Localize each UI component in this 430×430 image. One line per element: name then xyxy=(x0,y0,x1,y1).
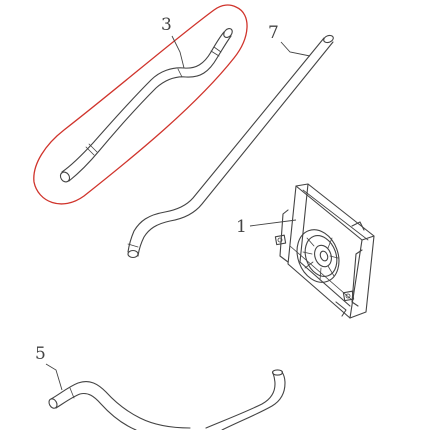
hose-3-body xyxy=(59,27,233,183)
leader-line-7 xyxy=(280,41,311,57)
leader-line-5 xyxy=(45,363,63,391)
callout-label-7: 7 xyxy=(268,23,279,43)
callout-label-5: 5 xyxy=(35,344,46,364)
callout-label-1: 1 xyxy=(236,217,247,237)
fan-icon xyxy=(296,229,340,283)
callout-3: 3 xyxy=(161,15,185,69)
radiator-part-1[interactable] xyxy=(274,183,375,319)
leader-line-1 xyxy=(249,219,297,227)
leader-line-3 xyxy=(171,35,185,69)
hose-part-3[interactable] xyxy=(33,4,248,205)
selection-highlight xyxy=(33,4,248,205)
callout-5: 5 xyxy=(35,344,63,391)
callout-1: 1 xyxy=(236,217,297,237)
hose-part-7[interactable] xyxy=(127,34,334,259)
callout-7: 7 xyxy=(268,23,311,57)
hose-part-5[interactable] xyxy=(47,369,286,430)
callout-label-3: 3 xyxy=(161,15,172,35)
